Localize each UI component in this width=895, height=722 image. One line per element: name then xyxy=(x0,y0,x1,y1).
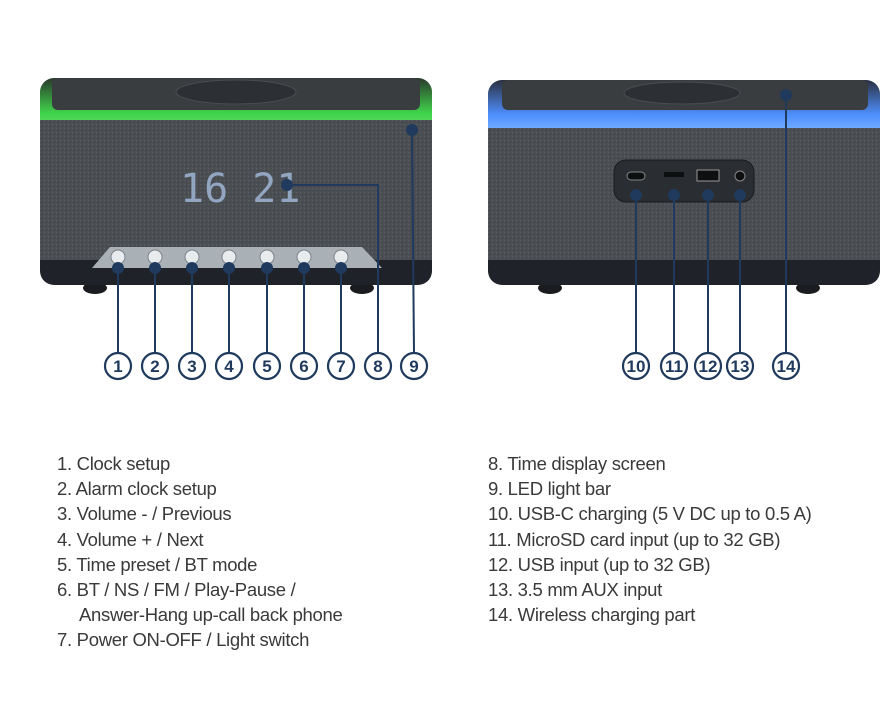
callout-number: 2 xyxy=(150,357,159,376)
legend-item: 14. Wireless charging part xyxy=(488,604,696,626)
legend-item: Answer-Hang up-call back phone xyxy=(79,604,343,626)
callout-number: 3 xyxy=(187,357,196,376)
callout-circle xyxy=(693,351,723,381)
callout-circle xyxy=(363,351,393,381)
legend-item: 11. MicroSD card input (up to 32 GB) xyxy=(488,528,781,550)
callout-number: 13 xyxy=(731,357,750,376)
legend-item: 10. USB-C charging (5 V DC up to 0.5 A) xyxy=(488,503,812,525)
aux-port xyxy=(734,170,746,182)
callout-circle xyxy=(289,351,319,381)
callout-circle xyxy=(177,351,207,381)
callout-circle xyxy=(103,351,133,381)
legend-item: 1. Clock setup xyxy=(57,453,171,474)
callout-number: 11 xyxy=(665,357,683,376)
callout-circle xyxy=(214,351,244,381)
legend-item: 2. Alarm clock setup xyxy=(57,478,217,500)
callout-number: 4 xyxy=(224,357,234,376)
legend-right: 8. Time display screen 9. LED light bar … xyxy=(488,451,812,627)
back-device xyxy=(488,80,880,294)
callout-circle xyxy=(725,351,755,381)
legend-item: 12. USB input (up to 32 GB) xyxy=(488,553,711,575)
callout-number: 7 xyxy=(336,357,345,376)
callout-number: 6 xyxy=(299,357,308,376)
callout-circle xyxy=(399,351,429,381)
legend-item: 5. Time preset / BT mode xyxy=(57,553,258,575)
usb-c-port xyxy=(626,171,646,181)
callout-circle xyxy=(621,351,651,381)
legend-left: 1. Clock setup 2. Alarm clock setup 3. V… xyxy=(57,451,343,653)
callout-circle xyxy=(140,351,170,381)
legend-item: 9. LED light bar xyxy=(488,478,611,500)
legend-item: 7. Power ON-OFF / Light switch xyxy=(57,629,310,651)
legend-item: 8. Time display screen xyxy=(488,453,666,474)
callout-circle xyxy=(326,351,356,381)
callout-number: 1 xyxy=(113,357,122,376)
legend-item: 4. Volume + / Next xyxy=(57,528,204,550)
callout-number: 5 xyxy=(262,357,271,376)
callout-number: 12 xyxy=(699,357,718,376)
fabric-grille xyxy=(40,120,432,260)
callout-circle xyxy=(771,351,801,381)
callout-lines xyxy=(117,95,787,354)
callout-dots xyxy=(112,89,792,274)
callout-circle xyxy=(659,351,689,381)
callout-number: 10 xyxy=(627,357,646,376)
legend-item: 6. BT / NS / FM / Play-Pause / xyxy=(57,579,296,601)
callout-number: 9 xyxy=(409,357,418,376)
callout-circle xyxy=(252,351,282,381)
legend-item: 3. Volume - / Previous xyxy=(57,503,232,525)
callout-number: 8 xyxy=(373,357,382,376)
callout-number: 14 xyxy=(777,357,796,376)
microsd-slot xyxy=(664,172,684,177)
front-device: 16 21 xyxy=(40,78,432,294)
time-display: 16 21 xyxy=(180,166,300,212)
legend-item: 13. 3.5 mm AUX input xyxy=(488,579,662,601)
usb-port xyxy=(696,169,720,182)
